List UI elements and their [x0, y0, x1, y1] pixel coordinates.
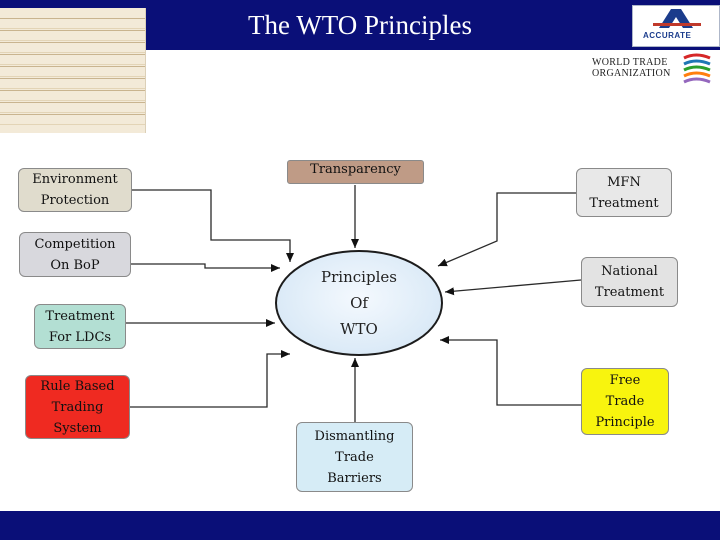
connector-rule-based	[130, 350, 290, 408]
connector-mfn	[437, 192, 576, 267]
slide-title: The WTO Principles	[248, 10, 472, 40]
paper-stack-photo	[0, 8, 146, 133]
principles-of-wto-ellipse: Principles Of WTO	[275, 250, 443, 356]
dismantling-barriers-box: Dismantling Trade Barriers	[296, 422, 413, 492]
environment-protection-box: Environment Protection	[18, 168, 132, 212]
footer-bar	[0, 511, 720, 540]
connector-free-trade	[440, 336, 581, 406]
mfn-treatment-box: MFN Treatment	[576, 168, 672, 217]
connector-competition	[131, 263, 280, 272]
connector-national	[444, 279, 582, 296]
transparency-box: Transparency	[287, 160, 424, 184]
wto-logo-icon	[683, 53, 711, 84]
rule-based-trading-box: Rule Based Trading System	[25, 375, 130, 439]
accurate-a-icon	[653, 9, 701, 28]
accurate-logo: ACCURATE	[632, 5, 720, 47]
accurate-logo-text: ACCURATE	[643, 31, 692, 40]
free-trade-principle-box: Free Trade Principle	[581, 368, 669, 435]
national-treatment-box: National Treatment	[581, 257, 678, 307]
ldc-treatment-box: Treatment For LDCs	[34, 304, 126, 349]
competition-box: Competition On BoP	[19, 232, 131, 277]
connector-environment	[132, 189, 294, 262]
wto-logo-text: WORLD TRADE ORGANIZATION	[592, 57, 671, 79]
